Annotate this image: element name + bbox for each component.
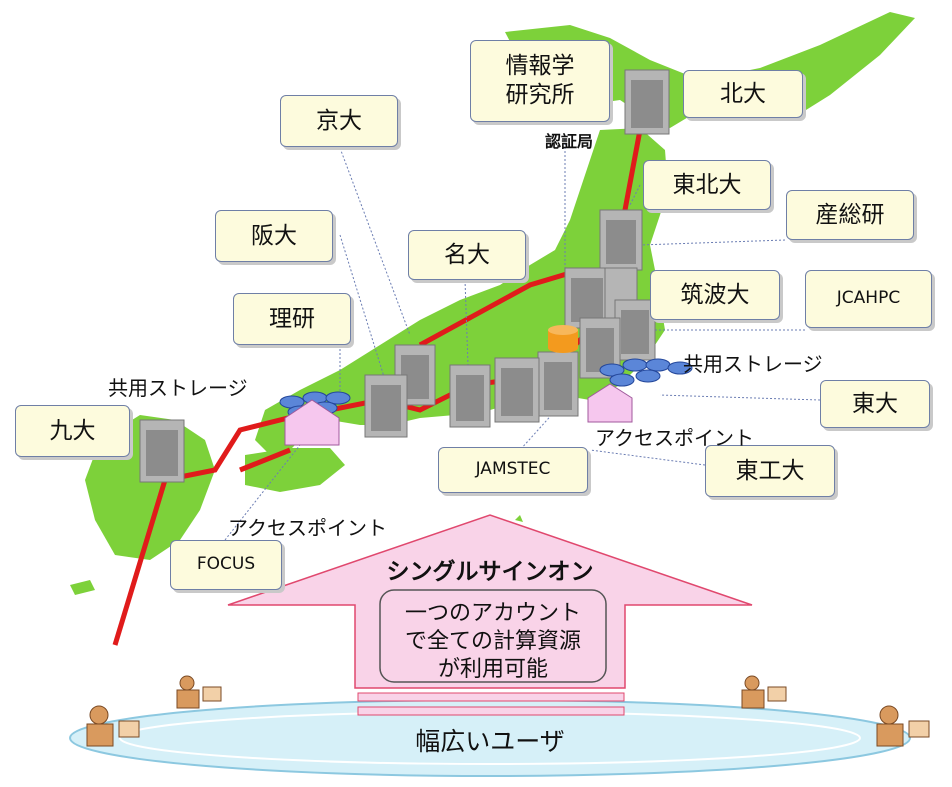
sso-title: シングルサインオン bbox=[386, 559, 594, 585]
box-kyushu: 九大 bbox=[15, 405, 130, 457]
server-icon bbox=[449, 364, 491, 428]
server-icon bbox=[364, 374, 408, 438]
box-nagoya: 名大 bbox=[408, 230, 526, 280]
aist-label: 産総研 bbox=[815, 201, 885, 228]
box-tohoku: 東北大 bbox=[643, 160, 771, 210]
jamstec-label: JAMSTEC bbox=[475, 459, 551, 480]
box-kyodai: 京大 bbox=[280, 95, 398, 147]
sso-line-2: で全ての計算資源 bbox=[404, 629, 581, 654]
titech-label: 東工大 bbox=[735, 457, 805, 484]
access-west-label: アクセスポイント bbox=[228, 516, 387, 540]
handai-label: 阪大 bbox=[251, 222, 297, 249]
ninsho-label: 認証局 bbox=[545, 132, 594, 151]
disk-array-east-icon bbox=[599, 358, 693, 387]
nii-label: 情報学 研究所 bbox=[505, 53, 575, 108]
person-icon bbox=[176, 675, 222, 709]
server-icon bbox=[614, 299, 656, 361]
box-jamstec: JAMSTEC bbox=[438, 447, 588, 493]
box-todai: 東大 bbox=[820, 380, 930, 428]
access-point-east-icon bbox=[587, 383, 633, 423]
server-icon bbox=[624, 69, 670, 135]
sso-line-1: 一つのアカウント bbox=[404, 601, 581, 626]
box-nii: 情報学 研究所 bbox=[470, 40, 610, 122]
box-jcahpc: JCAHPC bbox=[805, 270, 932, 328]
users-caption: 幅広いユーザ bbox=[415, 727, 565, 756]
server-icon bbox=[537, 351, 579, 417]
person-icon bbox=[741, 675, 787, 709]
riken-label: 理研 bbox=[269, 305, 315, 332]
focus-label: FOCUS bbox=[196, 554, 256, 575]
leader-lines bbox=[224, 135, 821, 541]
user-figure-icons bbox=[86, 675, 930, 747]
hokudai-label: 北大 bbox=[720, 80, 766, 107]
tsukuba-label: 筑波大 bbox=[680, 281, 750, 308]
box-riken: 理研 bbox=[233, 293, 351, 345]
nagoya-label: 名大 bbox=[444, 241, 490, 268]
todai-label: 東大 bbox=[852, 390, 898, 417]
person-icon bbox=[86, 705, 140, 747]
access-point-west-icon bbox=[284, 399, 340, 446]
user-ring bbox=[69, 699, 911, 777]
box-tsukuba: 筑波大 bbox=[650, 270, 780, 320]
access-east-label: アクセスポイント bbox=[595, 426, 754, 450]
storage-west-label: 共用ストレージ bbox=[108, 376, 248, 400]
person-icon bbox=[876, 705, 930, 747]
kyodai-label: 京大 bbox=[316, 107, 362, 134]
server-icon bbox=[139, 419, 185, 483]
box-focus: FOCUS bbox=[170, 540, 282, 590]
sso-arrow bbox=[227, 514, 753, 716]
box-aist: 産総研 bbox=[786, 190, 914, 240]
kyushu-label: 九大 bbox=[49, 417, 96, 444]
box-handai: 阪大 bbox=[215, 210, 333, 262]
box-hokudai: 北大 bbox=[683, 70, 803, 118]
server-icon bbox=[599, 209, 643, 271]
box-titech: 東工大 bbox=[705, 445, 835, 497]
tohoku-label: 東北大 bbox=[672, 171, 742, 198]
orange-storage-icon bbox=[548, 325, 578, 353]
server-icon bbox=[494, 357, 540, 423]
jcahpc-label: JCAHPC bbox=[836, 288, 901, 309]
storage-east-label: 共用ストレージ bbox=[683, 352, 823, 376]
servers bbox=[139, 69, 670, 483]
sso-line-3: が利用可能 bbox=[437, 657, 548, 682]
